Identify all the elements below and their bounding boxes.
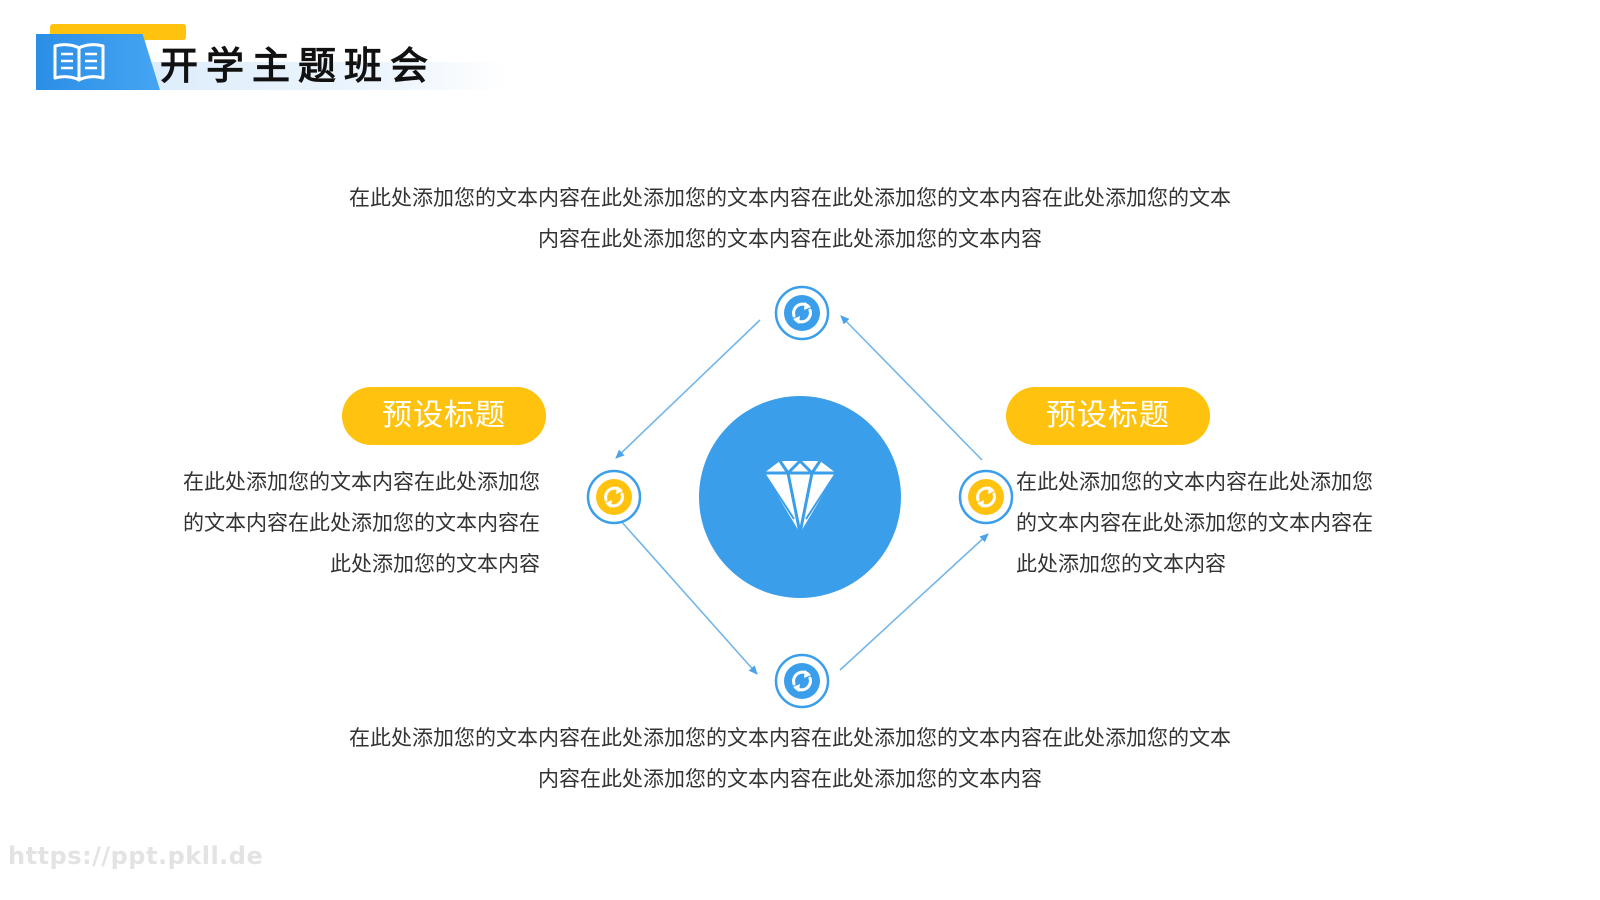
right-text-line-2: 的文本内容在此处添加您的文本内容在	[1016, 511, 1373, 535]
connector-top-to-left	[615, 319, 761, 459]
refresh-icon	[792, 302, 812, 324]
bottom-text-block: 在此处添加您的文本内容在此处添加您的文本内容在此处添加您的文本内容在此处添加您的…	[300, 718, 1280, 800]
watermark-url: https://ppt.pkll.de	[8, 842, 264, 870]
left-text-block: 在此处添加您的文本内容在此处添加您 的文本内容在此处添加您的文本内容在 此处添加…	[140, 462, 540, 585]
connector-bottom-to-right	[839, 533, 989, 671]
diamond-icon	[763, 459, 837, 535]
left-text-line-1: 在此处添加您的文本内容在此处添加您	[183, 470, 540, 494]
connector-left-to-bottom	[619, 519, 758, 675]
left-title-pill[interactable]: 预设标题	[342, 387, 546, 445]
header-icon-box	[36, 34, 160, 90]
bottom-text-line-2: 内容在此处添加您的文本内容在此处添加您的文本内容	[538, 767, 1042, 791]
cycle-node-top[interactable]	[774, 285, 830, 341]
top-text-line-2: 内容在此处添加您的文本内容在此处添加您的文本内容	[538, 227, 1042, 251]
connector-right-to-top	[840, 315, 983, 461]
cycle-node-left[interactable]	[586, 469, 642, 525]
refresh-icon	[792, 670, 812, 692]
center-node	[699, 396, 901, 598]
top-text-block: 在此处添加您的文本内容在此处添加您的文本内容在此处添加您的文本内容在此处添加您的…	[300, 178, 1280, 260]
right-title-pill[interactable]: 预设标题	[1006, 387, 1210, 445]
cycle-node-bottom[interactable]	[774, 653, 830, 709]
slide-header: 开学主题班会	[36, 22, 508, 92]
left-text-line-2: 的文本内容在此处添加您的文本内容在	[183, 511, 540, 535]
refresh-icon	[604, 486, 624, 508]
left-text-line-3: 此处添加您的文本内容	[330, 552, 540, 576]
page-title: 开学主题班会	[160, 44, 437, 88]
cycle-node-right[interactable]	[958, 469, 1014, 525]
bottom-text-line-1: 在此处添加您的文本内容在此处添加您的文本内容在此处添加您的文本内容在此处添加您的…	[349, 726, 1231, 750]
top-text-line-1: 在此处添加您的文本内容在此处添加您的文本内容在此处添加您的文本内容在此处添加您的…	[349, 186, 1231, 210]
refresh-icon	[976, 486, 996, 508]
right-text-line-1: 在此处添加您的文本内容在此处添加您	[1016, 470, 1373, 494]
header-title-band	[124, 62, 508, 90]
right-text-line-3: 此处添加您的文本内容	[1016, 552, 1226, 576]
right-text-block: 在此处添加您的文本内容在此处添加您 的文本内容在此处添加您的文本内容在 此处添加…	[1016, 462, 1416, 585]
book-icon	[53, 43, 105, 82]
